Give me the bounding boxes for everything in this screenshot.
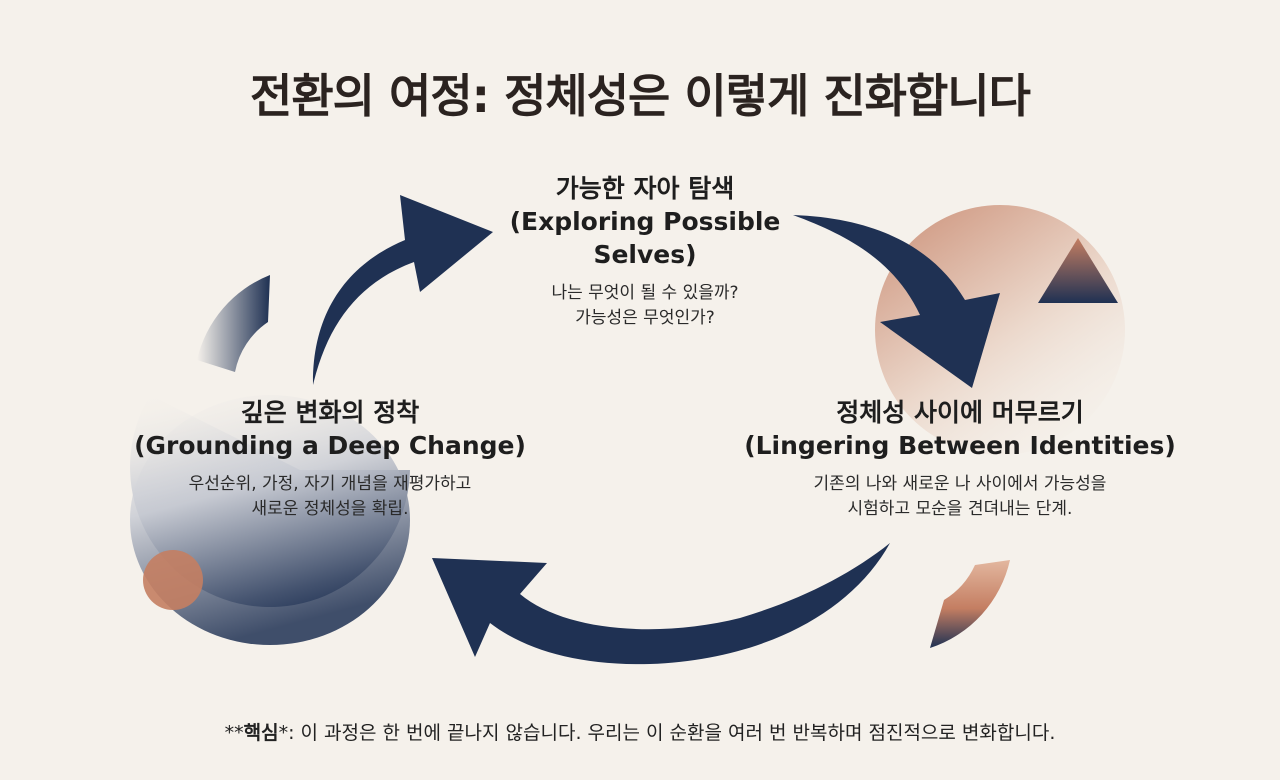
key-footnote: **핵심*: 이 과정은 한 번에 끝나지 않습니다. 우리는 이 순환을 여러… <box>0 718 1280 745</box>
stage-title-en: (Exploring Possible <box>509 207 781 236</box>
stage-description-line-1: 기존의 나와 새로운 나 사이에서 가능성을 <box>813 474 1107 494</box>
stage-title-ko: 가능한 자아 탐색 <box>555 174 735 203</box>
arrow-top-to-right <box>793 215 1000 388</box>
footnote-text: *: 이 과정은 한 번에 끝나지 않습니다. 우리는 이 순환을 여러 번 반… <box>278 722 1056 744</box>
stage-title-ko: 깊은 변화의 정착 <box>240 398 420 427</box>
footnote-emphasis: 핵심 <box>243 722 279 744</box>
stage-exploring-possible-selves: 가능한 자아 탐색 (Exploring Possible Selves) 나는… <box>490 172 800 331</box>
stage-title-en: (Lingering Between Identities) <box>744 431 1176 460</box>
stage-description-line-2: 시험하고 모순을 견뎌내는 단계. <box>847 499 1073 519</box>
stage-description-line-1: 우선순위, 가정, 자기 개념을 재평가하고 <box>188 474 472 494</box>
stage-title-ko: 정체성 사이에 머무르기 <box>836 398 1084 427</box>
small-terracotta-circle <box>143 550 203 610</box>
page-title: 전환의 여정: 정체성은 이렇게 진화합니다 <box>250 69 1031 123</box>
stage-grounding-deep-change: 깊은 변화의 정착 (Grounding a Deep Change) 우선순위… <box>120 396 540 522</box>
stage-description-line-1: 나는 무엇이 될 수 있을까? <box>551 283 739 303</box>
stage-description-line-2: 가능성은 무엇인가? <box>575 308 715 328</box>
arrow-right-to-left <box>432 543 890 665</box>
stage-description: 기존의 나와 새로운 나 사이에서 가능성을 시험하고 모순을 견뎌내는 단계. <box>740 472 1180 522</box>
stage-lingering-between-identities: 정체성 사이에 머무르기 (Lingering Between Identiti… <box>740 396 1180 522</box>
triangle-decoration <box>1038 238 1118 303</box>
stage-title-en: (Grounding a Deep Change) <box>134 431 526 460</box>
stage-description: 우선순위, 가정, 자기 개념을 재평가하고 새로운 정체성을 확립. <box>120 472 540 522</box>
stage-description-line-2: 새로운 정체성을 확립. <box>251 499 409 519</box>
top-left-arc-decoration <box>197 275 270 372</box>
stage-title-en-cont: Selves) <box>593 240 697 269</box>
bottom-right-arc-decoration <box>930 560 1010 648</box>
stage-description: 나는 무엇이 될 수 있을까? 가능성은 무엇인가? <box>490 281 800 331</box>
arrow-left-to-top <box>312 195 493 385</box>
footnote-prefix: ** <box>224 722 244 744</box>
